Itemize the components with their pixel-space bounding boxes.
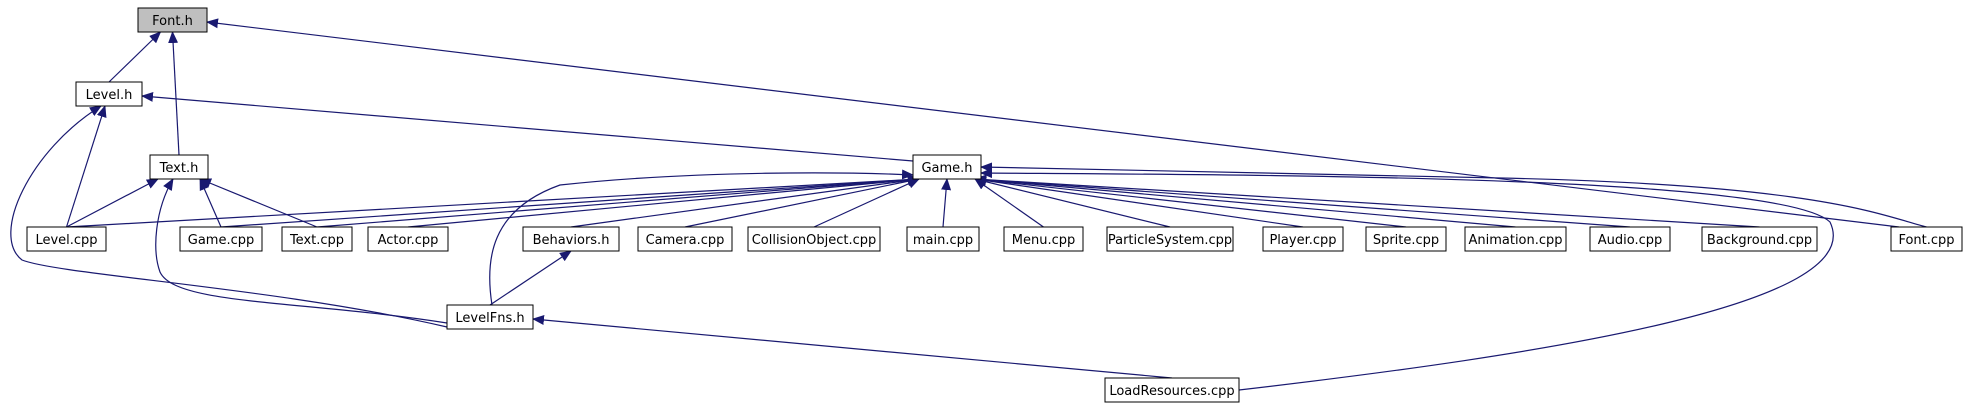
node-main-cpp[interactable]: main.cpp	[906, 226, 980, 252]
node-label: Background.cpp	[1707, 233, 1812, 248]
node-label: Behaviors.h	[533, 233, 610, 248]
node-label: Level.cpp	[35, 233, 97, 248]
node-box[interactable]	[906, 226, 980, 252]
edge-main-cpp-to-game-h	[941, 178, 952, 228]
edge-levelfns-h-to-game-h	[489, 169, 914, 306]
node-box[interactable]	[522, 226, 620, 252]
node-box[interactable]	[75, 81, 143, 107]
node-box[interactable]	[1464, 226, 1567, 252]
node-collisionobject-cpp[interactable]: CollisionObject.cpp	[747, 226, 881, 252]
edge-sprite-cpp-to-game-h	[974, 175, 1407, 228]
node-label: LoadResources.cpp	[1109, 384, 1234, 399]
edge-background-cpp-to-game-h	[974, 174, 1760, 228]
edge-loadresources-cpp-to-game-h	[980, 168, 1834, 391]
edge-level-h-to-font-h	[108, 31, 162, 83]
node-label: Menu.cpp	[1012, 233, 1075, 248]
node-player-cpp[interactable]: Player.cpp	[1262, 226, 1344, 252]
edge-level-cpp-to-game-h	[66, 174, 920, 228]
node-box[interactable]	[912, 154, 982, 180]
node-level-cpp[interactable]: Level.cpp	[26, 226, 107, 252]
node-label: Game.h	[921, 161, 972, 176]
node-audio-cpp[interactable]: Audio.cpp	[1589, 226, 1671, 252]
edge-behaviors-h-to-game-h	[570, 175, 920, 228]
node-box[interactable]	[747, 226, 881, 252]
edge-collisionobject-cpp-to-game-h	[813, 178, 920, 228]
node-box[interactable]	[137, 7, 208, 33]
node-label: LevelFns.h	[455, 311, 524, 326]
node-level-h[interactable]: Level.h	[75, 81, 143, 107]
edge-levelfns-h-to-behaviors-h	[489, 250, 572, 306]
node-label: Font.cpp	[1898, 233, 1954, 248]
edge-audio-cpp-to-game-h	[974, 174, 1631, 228]
node-label: main.cpp	[913, 233, 973, 248]
node-animation-cpp[interactable]: Animation.cpp	[1464, 226, 1567, 252]
node-label: Actor.cpp	[378, 233, 439, 248]
node-label: ParticleSystem.cpp	[1108, 233, 1232, 248]
edge-menu-cpp-to-game-h	[974, 178, 1044, 228]
node-box[interactable]	[1701, 226, 1818, 252]
edge-levelfns-h-to-level-h	[10, 105, 448, 328]
node-label: Camera.cpp	[646, 233, 725, 248]
edge-animation-cpp-to-game-h	[974, 174, 1516, 228]
edge-loadresources-cpp-to-levelfns-h	[532, 315, 1173, 379]
node-box[interactable]	[1365, 226, 1447, 252]
edge-font-cpp-to-font-h	[206, 18, 1900, 228]
node-box[interactable]	[1890, 226, 1963, 252]
node-box[interactable]	[1104, 377, 1240, 403]
edge-particlesystem-cpp-to-game-h	[974, 176, 1171, 228]
node-label: Player.cpp	[1269, 233, 1336, 248]
node-label: Text.cpp	[289, 233, 344, 248]
edge-text-cpp-to-game-h	[316, 174, 920, 228]
node-label: Sprite.cpp	[1373, 233, 1439, 248]
edge-game-h-to-level-h	[141, 91, 914, 162]
node-game-cpp[interactable]: Game.cpp	[179, 226, 263, 252]
edge-level-cpp-to-level-h	[65, 105, 107, 228]
node-particlesystem-cpp[interactable]: ParticleSystem.cpp	[1106, 226, 1234, 252]
node-box[interactable]	[1106, 226, 1234, 252]
edge-game-cpp-to-game-h	[220, 174, 920, 228]
node-box[interactable]	[1262, 226, 1344, 252]
node-text-h[interactable]: Text.h	[149, 154, 209, 180]
node-label: Text.h	[159, 161, 199, 176]
node-box[interactable]	[149, 154, 209, 180]
edge-level-cpp-to-text-h	[66, 178, 159, 228]
node-box[interactable]	[367, 226, 449, 252]
node-box[interactable]	[1589, 226, 1671, 252]
node-box[interactable]	[179, 226, 263, 252]
node-behaviors-h[interactable]: Behaviors.h	[522, 226, 620, 252]
node-menu-cpp[interactable]: Menu.cpp	[1003, 226, 1084, 252]
node-label: Font.h	[152, 14, 193, 29]
edge-actor-cpp-to-game-h	[407, 175, 920, 228]
node-levelfns-h[interactable]: LevelFns.h	[446, 304, 534, 330]
node-sprite-cpp[interactable]: Sprite.cpp	[1365, 226, 1447, 252]
node-camera-cpp[interactable]: Camera.cpp	[637, 226, 733, 252]
node-label: Game.cpp	[188, 233, 255, 248]
edge-font-cpp-to-game-h	[980, 162, 1927, 228]
node-label: Level.h	[86, 88, 133, 103]
node-text-cpp[interactable]: Text.cpp	[281, 226, 353, 252]
node-label: CollisionObject.cpp	[752, 233, 877, 248]
node-box[interactable]	[26, 226, 107, 252]
node-font-h[interactable]: Font.h	[137, 7, 208, 33]
node-label: Audio.cpp	[1598, 233, 1663, 248]
edge-text-h-to-font-h	[168, 31, 180, 156]
edge-layer	[10, 18, 1927, 391]
node-background-cpp[interactable]: Background.cpp	[1701, 226, 1818, 252]
node-font-cpp[interactable]: Font.cpp	[1890, 226, 1963, 252]
node-actor-cpp[interactable]: Actor.cpp	[367, 226, 449, 252]
edge-camera-cpp-to-game-h	[684, 176, 920, 228]
node-box[interactable]	[637, 226, 733, 252]
edge-text-cpp-to-text-h	[199, 178, 318, 228]
node-box[interactable]	[281, 226, 353, 252]
node-label: Animation.cpp	[1468, 233, 1562, 248]
node-box[interactable]	[446, 304, 534, 330]
edge-player-cpp-to-game-h	[974, 175, 1304, 228]
node-game-h[interactable]: Game.h	[912, 154, 982, 180]
node-loadresources-cpp[interactable]: LoadResources.cpp	[1104, 377, 1240, 403]
node-box[interactable]	[1003, 226, 1084, 252]
